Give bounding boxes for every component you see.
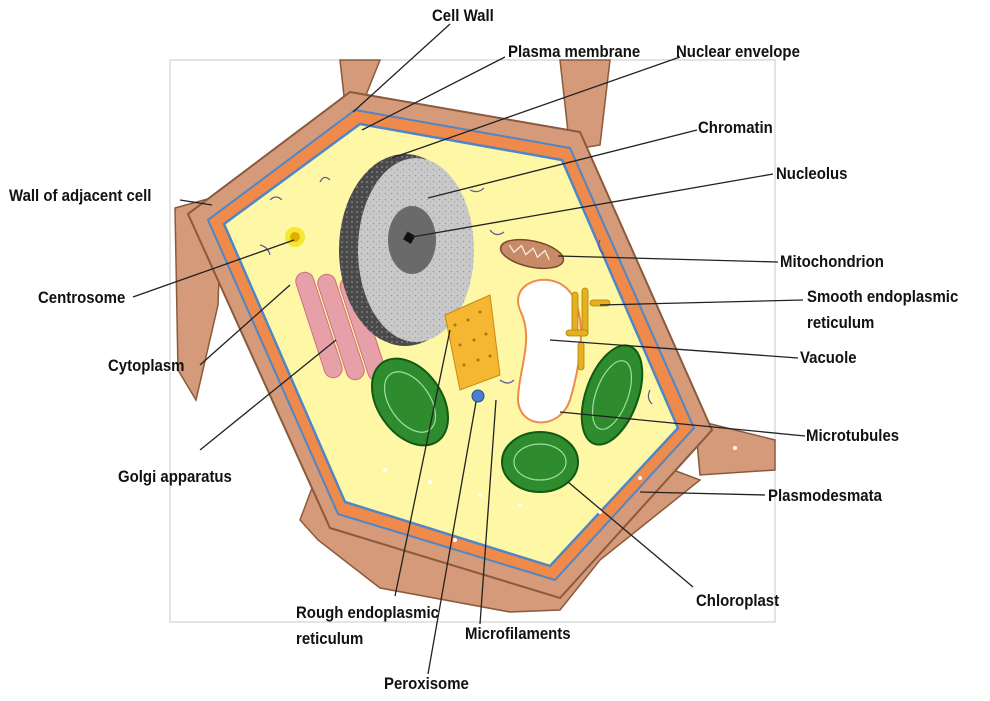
label-smooth-er: Smooth endoplasmic reticulum bbox=[807, 284, 990, 336]
label-cytoplasm: Cytoplasm bbox=[108, 356, 184, 376]
label-peroxisome: Peroxisome bbox=[384, 674, 469, 694]
label-plasmodesmata: Plasmodesmata bbox=[768, 486, 882, 506]
label-vacuole: Vacuole bbox=[800, 348, 857, 368]
label-wall-of-adjacent-cell: Wall of adjacent cell bbox=[9, 186, 151, 206]
peroxisome-shape bbox=[472, 390, 484, 402]
label-plasma-membrane: Plasma membrane bbox=[508, 42, 640, 62]
label-microfilaments: Microfilaments bbox=[465, 624, 571, 644]
label-golgi-apparatus: Golgi apparatus bbox=[118, 467, 232, 487]
label-mitochondrion: Mitochondrion bbox=[780, 252, 884, 272]
label-chromatin: Chromatin bbox=[698, 118, 773, 138]
label-nucleolus: Nucleolus bbox=[776, 164, 848, 184]
label-microtubules: Microtubules bbox=[806, 426, 899, 446]
label-centrosome: Centrosome bbox=[38, 288, 125, 308]
label-nuclear-envelope: Nuclear envelope bbox=[676, 42, 800, 62]
label-chloroplast: Chloroplast bbox=[696, 591, 779, 611]
label-cell-wall: Cell Wall bbox=[432, 6, 494, 26]
label-rough-er: Rough endoplasmic reticulum bbox=[296, 600, 490, 652]
